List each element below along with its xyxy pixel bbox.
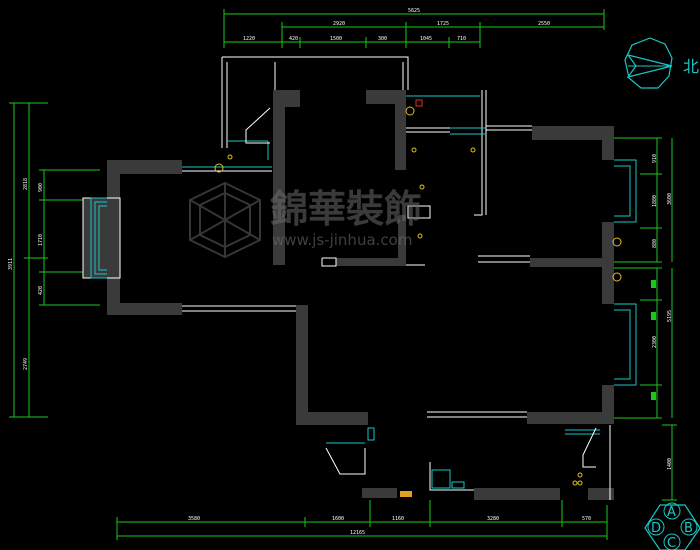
wall-lamp-icon: [419, 184, 425, 190]
wall-segment: [602, 126, 614, 160]
dim-bottom-1600: 1600: [332, 516, 344, 522]
legend-letter-b: B: [684, 521, 693, 536]
wall-segment: [474, 488, 560, 500]
wall-segment: [395, 90, 406, 170]
wall-lamp-icon: [417, 233, 423, 239]
legend-letter-a: A: [667, 505, 676, 520]
dim-top-420: 420: [289, 36, 298, 42]
wall-lamp-icon: [577, 472, 583, 478]
dim-bottom-total: 12165: [350, 530, 365, 536]
dim-right-1400: 1400: [667, 458, 673, 470]
dim-top-2920: 2920: [333, 21, 345, 27]
wall-segment: [107, 160, 182, 174]
light-fixtures: [214, 99, 622, 497]
dim-top-710: 710: [457, 36, 466, 42]
wall-lamp-icon: [572, 480, 578, 486]
dim-top-1220: 1220: [243, 36, 255, 42]
partition-lines: [182, 56, 611, 500]
dim-bottom-1160: 1160: [392, 516, 404, 522]
dim-top-1725: 1725: [437, 21, 449, 27]
top-dimension-chain: 5625 2920 1725 2550 1220 420 1500 300 10…: [223, 8, 605, 48]
wall-segment: [336, 258, 406, 266]
wall-lamp-icon: [411, 147, 417, 153]
left-dimension-chain: 3911 2818 2749 900 1710 420: [8, 102, 100, 418]
wall-lamp-icon: [470, 147, 476, 153]
dim-right-3600: 3600: [667, 193, 673, 205]
dim-top-2550: 2550: [538, 21, 550, 27]
wall-segment: [107, 303, 182, 315]
legend-letter-d: D: [651, 521, 661, 536]
dim-top-1500: 1500: [330, 36, 342, 42]
wall-segment: [296, 412, 368, 425]
dim-bottom-3280: 3280: [487, 516, 499, 522]
watermark: 錦華裝飾 www.js-jinhua.com: [189, 181, 422, 259]
dim-left-420: 420: [38, 286, 44, 295]
wall-lamp-icon: [577, 480, 583, 486]
ceiling-lamp-icon: [612, 272, 622, 282]
door-swings: [245, 107, 597, 475]
dim-left-total: 3911: [8, 258, 14, 270]
bay-window-frame: [82, 197, 121, 279]
wall-segment: [530, 258, 614, 267]
bottom-dimension-chain: 3580 1600 1160 3280 570 12165: [116, 500, 608, 540]
north-label: 北: [683, 57, 699, 76]
dim-top-300: 300: [378, 36, 387, 42]
dim-right-1880: 1880: [652, 195, 658, 207]
wall-segment: [296, 305, 308, 425]
wall-segment: [362, 488, 397, 498]
legend-letter-c: C: [667, 536, 676, 550]
watermark-logo-icon: [189, 181, 261, 259]
wall-segment: [588, 488, 614, 500]
dim-right-910: 910: [652, 154, 658, 163]
dim-bottom-570: 570: [582, 516, 591, 522]
abcd-legend: A B D C: [644, 502, 700, 550]
ceiling-lamp-icon: [612, 237, 622, 247]
north-compass: 北: [624, 37, 699, 89]
dim-top-total: 5625: [408, 8, 420, 14]
wall-segment: [273, 90, 285, 265]
switch-panel-icon: [400, 491, 412, 497]
windows: [90, 95, 637, 489]
ceiling-lamp-icon: [214, 163, 224, 173]
dim-left-1710: 1710: [38, 234, 44, 246]
wall-segment: [527, 412, 614, 424]
dim-left-900: 900: [38, 183, 44, 192]
dim-left-2749: 2749: [23, 358, 29, 370]
electrical-box-icon: [415, 99, 423, 107]
dim-right-5195: 5195: [667, 310, 673, 322]
dim-left-2818: 2818: [23, 178, 29, 190]
watermark-url-text: www.js-jinhua.com: [272, 231, 412, 249]
dim-bottom-3580: 3580: [188, 516, 200, 522]
wall-segment: [398, 215, 406, 263]
wall-segment: [107, 160, 120, 198]
watermark-brand-text: 錦華裝飾: [270, 186, 422, 231]
walls: [82, 90, 614, 500]
ceiling-lamp-icon: [405, 106, 415, 116]
right-dimension-chain: 910 1880 880 3600 2300 5195 1400: [612, 137, 677, 501]
dim-top-1045: 1045: [420, 36, 432, 42]
dim-right-880: 880: [652, 239, 658, 248]
wall-segment: [532, 126, 614, 140]
dim-right-2300: 2300: [652, 336, 658, 348]
wall-lamp-icon: [227, 154, 233, 160]
